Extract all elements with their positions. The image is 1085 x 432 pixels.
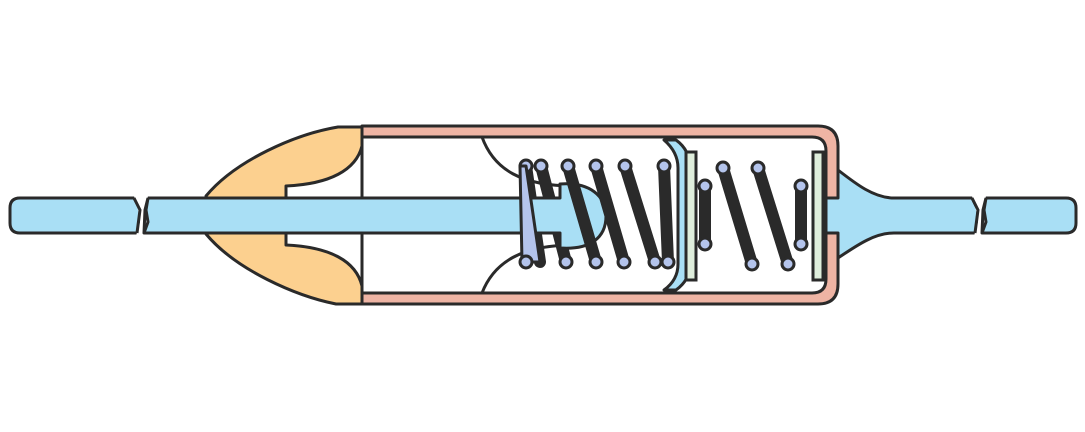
spring-plate-left bbox=[684, 150, 698, 282]
piston-rod bbox=[8, 196, 143, 235]
secondary-spring bbox=[697, 160, 809, 272]
rod-break-mark-right bbox=[970, 197, 988, 234]
main-spring-front bbox=[518, 158, 676, 270]
spring-plate-right bbox=[811, 150, 825, 282]
output-rod-end bbox=[980, 196, 1078, 235]
rod-break-mark-left bbox=[132, 197, 150, 234]
